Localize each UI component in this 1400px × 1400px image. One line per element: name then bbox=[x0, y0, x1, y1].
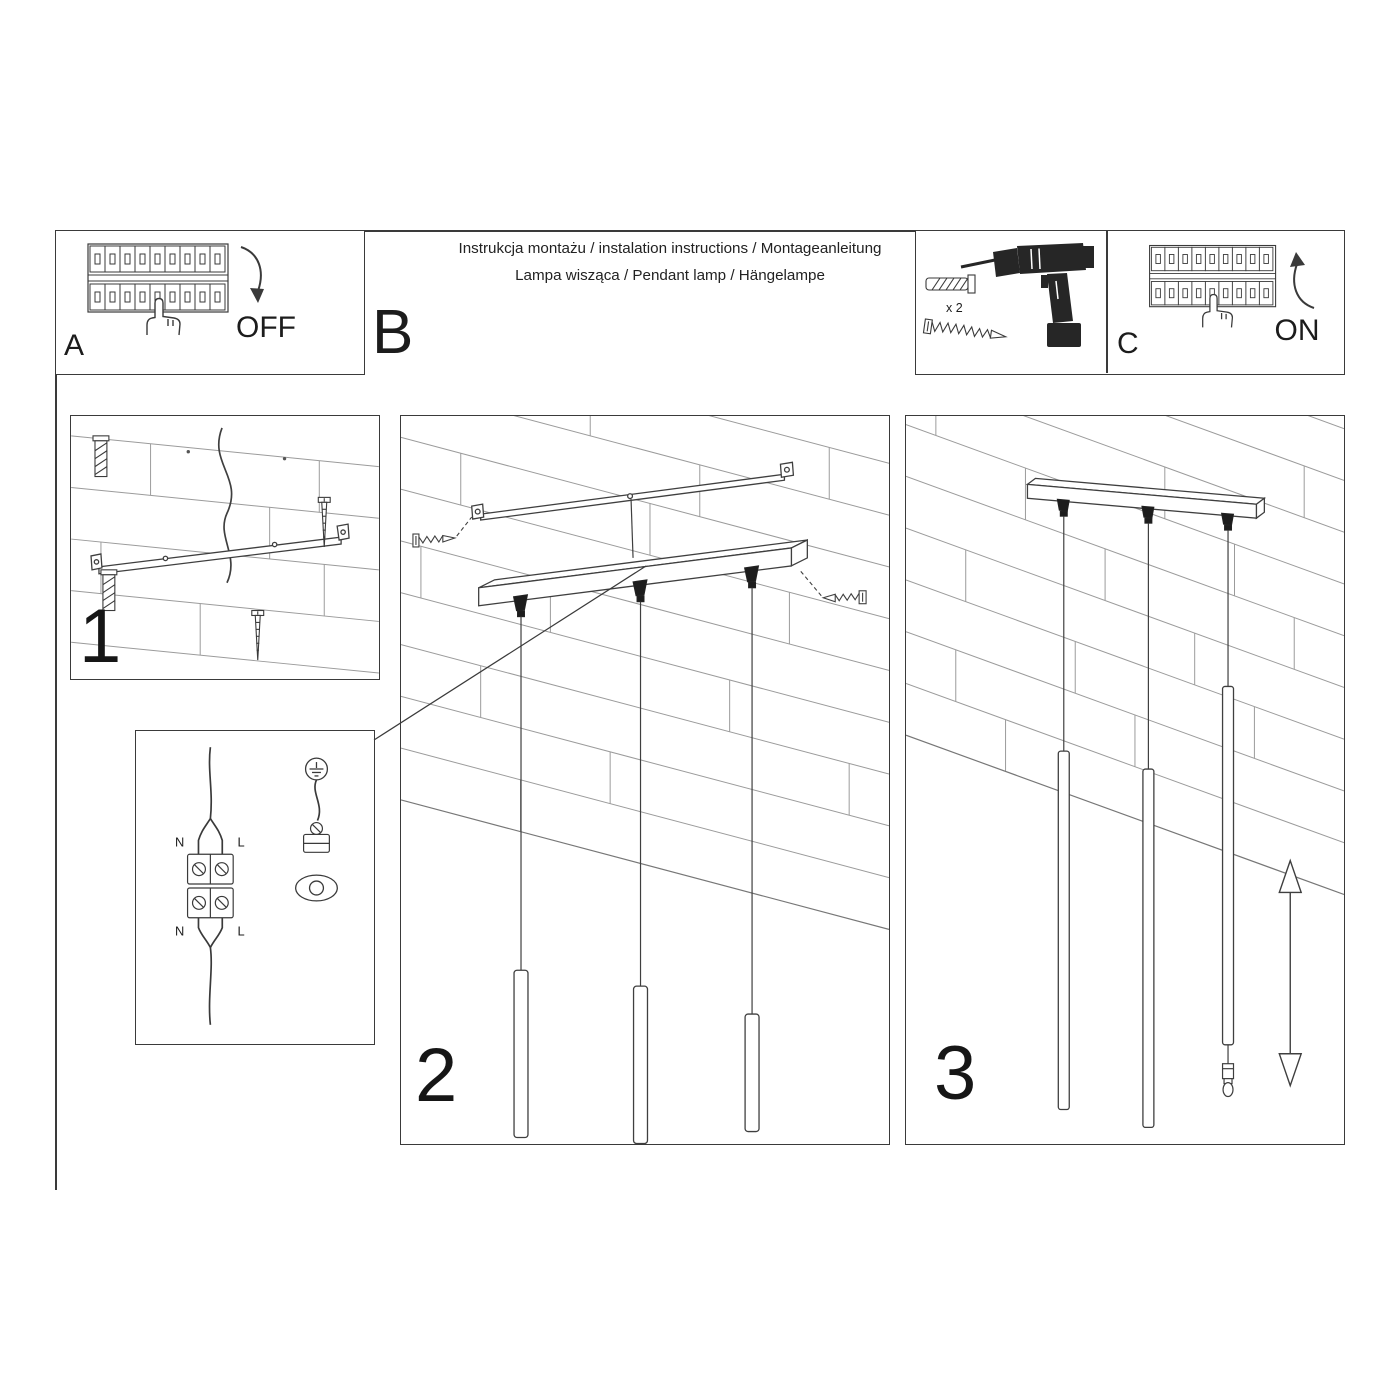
figure-2-number: 2 bbox=[415, 1033, 458, 1118]
tools-and-step-c-panel: x 2 C bbox=[915, 230, 1345, 375]
ceiling-planks-drawing bbox=[906, 416, 1344, 844]
ceiling-planks-drawing bbox=[401, 416, 889, 879]
drill-mark bbox=[186, 450, 190, 454]
mounting-bracket-drawing bbox=[471, 461, 795, 521]
terminal-block-drawing bbox=[186, 853, 234, 919]
panel-divider bbox=[1106, 231, 1108, 373]
live-label-bottom: L bbox=[238, 924, 245, 939]
sheet-title-line2: Lampa wisząca / Pendant lamp / Hängelamp… bbox=[515, 266, 825, 284]
canopy-drawing bbox=[1025, 477, 1267, 520]
circuit-breaker-panel-icon bbox=[87, 243, 229, 336]
pendant-cables-drawing bbox=[1063, 516, 1229, 770]
wall-plug-icon bbox=[925, 274, 976, 294]
ground-symbol-icon bbox=[304, 757, 329, 781]
drill-icon bbox=[960, 243, 1094, 347]
rotate-down-arrow-icon bbox=[240, 246, 264, 303]
bulb-socket-detail-drawing bbox=[1221, 1044, 1235, 1098]
figure-3-frame: 3 bbox=[905, 415, 1345, 1145]
ceiling-edge bbox=[401, 799, 889, 930]
mounting-screws-drawing bbox=[412, 516, 867, 605]
neutral-label-top: N bbox=[175, 834, 184, 849]
sheet-title: Instrukcja montażu / instalation instruc… bbox=[430, 236, 910, 289]
pendant-tubes-drawing bbox=[513, 969, 760, 1144]
cord-grip-drawing bbox=[295, 874, 338, 902]
drill-mark bbox=[282, 456, 287, 461]
left-rule bbox=[55, 230, 57, 1190]
circuit-breaker-panel-icon bbox=[1149, 244, 1277, 329]
step-a-letter: A bbox=[64, 329, 85, 362]
figure-2-drawing bbox=[401, 416, 889, 1144]
live-label-top: L bbox=[238, 834, 245, 849]
ceiling-edge bbox=[906, 734, 1344, 896]
sheet-title-line1: Instrukcja montażu / instalation instruc… bbox=[458, 240, 882, 257]
figure-1-drawing bbox=[71, 427, 379, 674]
switch-off-label: OFF bbox=[236, 311, 296, 344]
ground-terminal-drawing bbox=[302, 821, 330, 853]
screw-icon bbox=[251, 496, 331, 661]
plug-quantity-label: x 2 bbox=[946, 301, 963, 315]
wiring-detail-frame: N L N L bbox=[135, 730, 375, 1045]
figure-2-frame: 2 bbox=[400, 415, 890, 1145]
wires-drawing bbox=[197, 747, 321, 1025]
screw-icon bbox=[922, 318, 1008, 339]
step-b-letter: B bbox=[372, 298, 414, 367]
ceiling-cable-drawing bbox=[217, 427, 233, 584]
figure-3-number: 3 bbox=[934, 1031, 977, 1116]
height-adjust-arrow-icon bbox=[1278, 858, 1303, 1088]
step-a-panel: OFF A bbox=[55, 230, 365, 375]
wall-plug-icon bbox=[92, 435, 118, 612]
suspension-wire bbox=[630, 499, 634, 558]
figure-1-frame: 1 bbox=[70, 415, 380, 680]
switch-on-label: ON bbox=[1274, 314, 1320, 347]
figure-3-drawing bbox=[906, 416, 1344, 1129]
neutral-label-bottom: N bbox=[175, 924, 184, 939]
rotate-up-arrow-icon bbox=[1290, 252, 1315, 309]
top-rule bbox=[55, 230, 915, 232]
pendant-cables-drawing bbox=[520, 587, 753, 1015]
wiring-detail-drawing: N L N L bbox=[175, 747, 338, 1025]
mounting-bracket-drawing bbox=[90, 523, 350, 575]
step-c-letter: C bbox=[1117, 327, 1139, 360]
pendant-tubes-drawing bbox=[1057, 685, 1235, 1129]
figure-1-number: 1 bbox=[79, 594, 122, 679]
